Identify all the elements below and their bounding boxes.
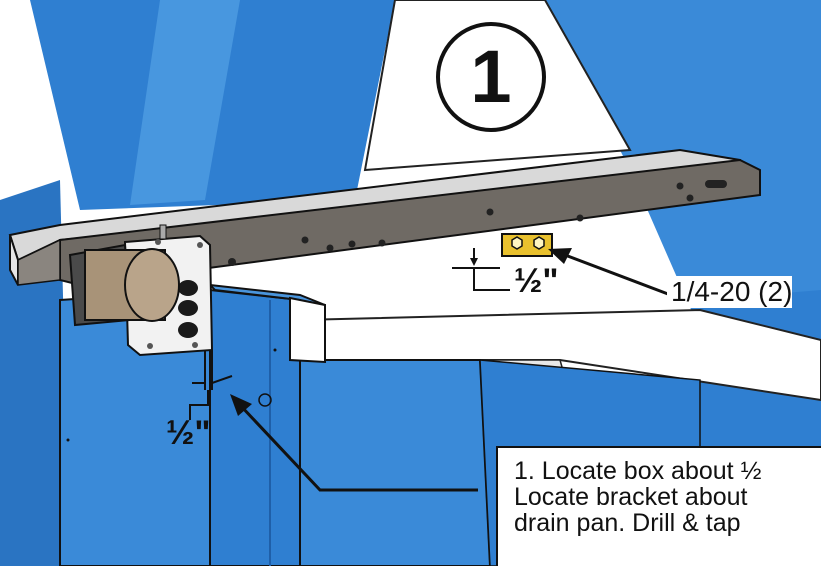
hex-bolt-icon: [511, 236, 523, 250]
fastener-callout: 1/4-20 (2): [667, 276, 793, 308]
step-number: 1: [470, 35, 512, 118]
hex-bolt-icon: [533, 236, 545, 250]
box-leader-line: [238, 403, 478, 492]
instruction-line-3: drain pan. Drill & tap: [514, 509, 741, 537]
cabinet-front-mid: [299, 359, 492, 566]
mounting-hole-icon: [258, 393, 272, 407]
box-offset-dimension: ½": [166, 414, 211, 452]
instruction-box: 1. Locate box about ½ Locate bracket abo…: [496, 446, 821, 566]
instruction-line-1: 1. Locate box about ½: [514, 457, 762, 485]
instruction-line-2: Locate bracket about: [514, 483, 748, 511]
bracket-leader-line: [564, 253, 669, 296]
step-number-circle: [436, 22, 546, 132]
bracket-offset-dimension: ½": [514, 262, 559, 300]
square-tube-end: [289, 296, 326, 364]
motor-endcap: [124, 248, 180, 322]
panel-highlight: [130, 0, 240, 205]
cabinet-post-front: [209, 288, 301, 566]
